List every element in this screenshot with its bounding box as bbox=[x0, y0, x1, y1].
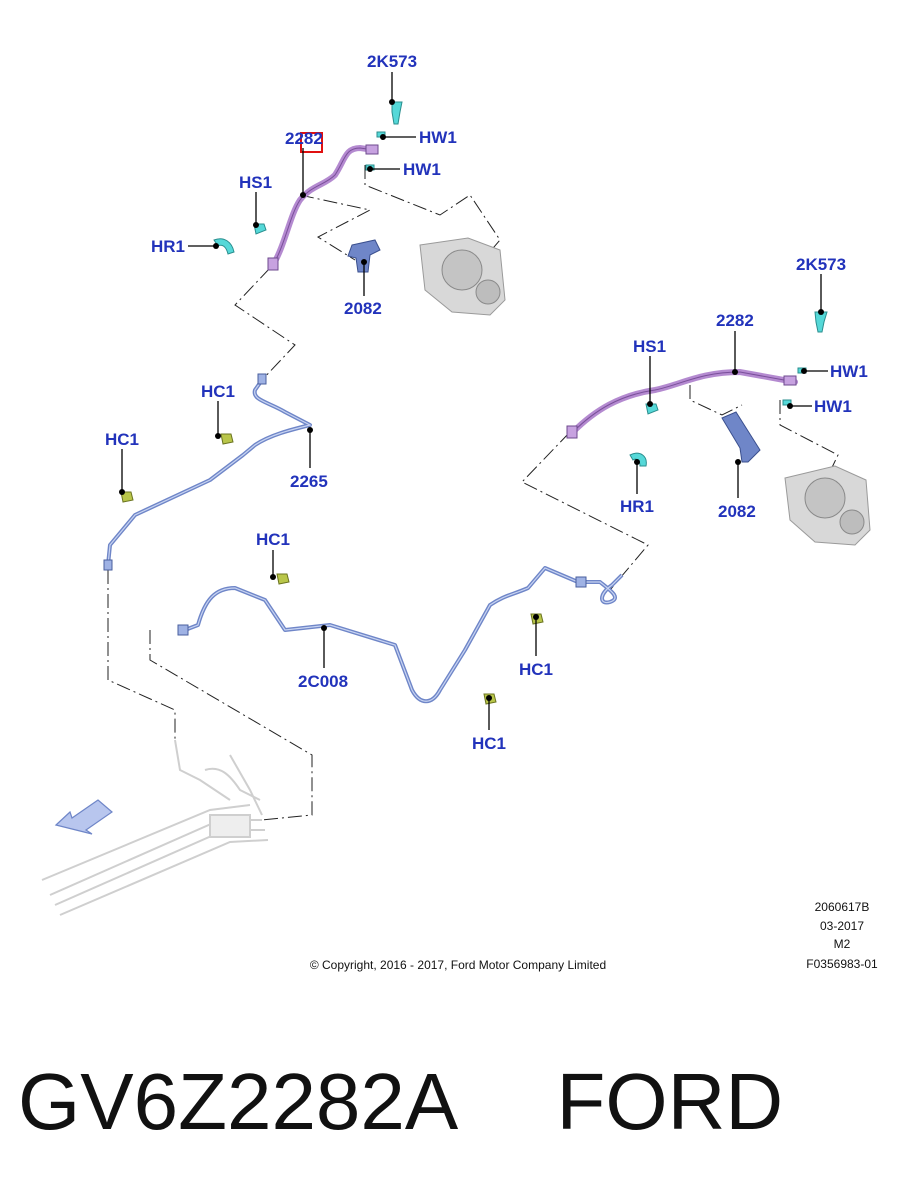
part-number: GV6Z2282A bbox=[18, 1057, 459, 1146]
part-number-footer: GV6Z2282A FORD bbox=[18, 1052, 898, 1152]
clip-hr1-icon[interactable] bbox=[213, 238, 235, 255]
clip-hc1-icon-b[interactable] bbox=[120, 491, 134, 503]
callout-hr1-right: HR1 bbox=[620, 497, 654, 516]
callout-2282-top: 2282 bbox=[285, 129, 323, 148]
brake-line-2c008-tube[interactable] bbox=[184, 566, 624, 704]
callout-hc1-mid-a: HC1 bbox=[256, 530, 290, 549]
callout-labels: 2K573 2282 HW1 HW1 HS1 HR1 2082 2K573 22… bbox=[105, 52, 868, 753]
leader-lines bbox=[119, 72, 828, 730]
right-brake-hose-assembly bbox=[566, 311, 871, 546]
brake-line-2c008 bbox=[177, 566, 624, 705]
callout-2082-top: 2082 bbox=[344, 299, 382, 318]
meta-code: 2060617B bbox=[815, 900, 870, 914]
callout-hc1-left-a: HC1 bbox=[201, 382, 235, 401]
callout-hw1-right-b: HW1 bbox=[814, 397, 852, 416]
brake-line-diagram: 2K573 2282 HW1 HW1 HS1 HR1 2082 2K573 22… bbox=[41, 52, 878, 972]
meta-date: 03-2017 bbox=[820, 919, 864, 933]
chassis-brake-bundle bbox=[41, 739, 269, 916]
callout-hs1-right: HS1 bbox=[633, 337, 666, 356]
callout-hs1-top: HS1 bbox=[239, 173, 272, 192]
callout-2082-right: 2082 bbox=[718, 502, 756, 521]
callout-2c008: 2C008 bbox=[298, 672, 348, 691]
brake-line-2265 bbox=[103, 373, 312, 571]
highlight-box bbox=[300, 132, 323, 153]
bracket-2082-icon-right[interactable] bbox=[721, 411, 761, 463]
callout-2265: 2265 bbox=[290, 472, 328, 491]
callout-2k573-top: 2K573 bbox=[367, 52, 417, 71]
callout-2k573-right: 2K573 bbox=[796, 255, 846, 274]
meta-rev: M2 bbox=[834, 937, 851, 951]
callout-hc1-mid-b: HC1 bbox=[519, 660, 553, 679]
copyright-text: © Copyright, 2016 - 2017, Ford Motor Com… bbox=[310, 958, 606, 972]
brake-caliper-icon-top bbox=[419, 237, 506, 316]
brake-hose-2282-right[interactable] bbox=[570, 368, 798, 435]
figure-metadata: 2060617B 03-2017 M2 F0356983-01 © Copyri… bbox=[310, 900, 878, 972]
meta-figure: F0356983-01 bbox=[806, 957, 878, 971]
callout-hw1-top-a: HW1 bbox=[419, 128, 457, 147]
callout-hc1-mid-c: HC1 bbox=[472, 734, 506, 753]
clip-hc1-icon-a[interactable] bbox=[220, 433, 234, 445]
bleeder-screw-icon-right[interactable] bbox=[814, 311, 828, 333]
callout-2282-right: 2282 bbox=[716, 311, 754, 330]
bleeder-screw-icon[interactable] bbox=[391, 101, 403, 125]
callout-hr1-top: HR1 bbox=[151, 237, 185, 256]
callout-hc1-left-b: HC1 bbox=[105, 430, 139, 449]
front-direction-arrow-icon bbox=[54, 799, 113, 835]
callout-hw1-right-a: HW1 bbox=[830, 362, 868, 381]
brake-caliper-icon-right bbox=[784, 465, 871, 546]
bracket-2082-icon[interactable] bbox=[347, 239, 381, 273]
brand-name: FORD bbox=[556, 1057, 784, 1146]
top-brake-hose-assembly bbox=[213, 101, 506, 316]
callout-hw1-top-b: HW1 bbox=[403, 160, 441, 179]
clip-hc1-icon-c[interactable] bbox=[276, 573, 290, 585]
